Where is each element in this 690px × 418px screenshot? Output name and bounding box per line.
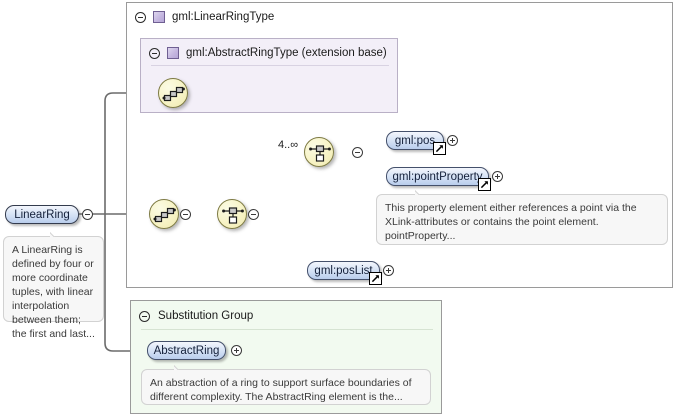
panel-title: gml:AbstractRingType (extension base) — [186, 47, 387, 59]
occurrence-label: 4..∞ — [278, 139, 299, 151]
choice-pos-collapse-icon[interactable] — [352, 147, 363, 158]
element-abstractring[interactable]: AbstractRing — [147, 341, 226, 360]
bubble-tip — [415, 189, 427, 195]
choice-node-main[interactable] — [217, 199, 247, 229]
pointproperty-annotation: This property element either references … — [376, 194, 668, 245]
type-swatch-icon — [153, 11, 165, 23]
abstractring-annotation: An abstraction of a ring to support surf… — [141, 369, 431, 405]
element-label: AbstractRing — [153, 344, 220, 357]
panel-header: gml:LinearRingType — [127, 6, 274, 28]
sequence-node-extension[interactable] — [158, 78, 188, 108]
element-label: LinearRing — [14, 208, 70, 221]
external-link-icon[interactable] — [433, 142, 446, 155]
annotation-text: This property element either references … — [385, 202, 637, 242]
type-swatch-icon — [167, 47, 179, 59]
sequence-node-repeat[interactable] — [304, 137, 334, 167]
header-divider — [141, 329, 433, 330]
linearring-annotation: A LinearRing is defined by four or more … — [3, 236, 104, 340]
element-gml-poslist[interactable]: gml:posList — [307, 261, 382, 285]
sequence-icon — [162, 86, 185, 102]
collapse-icon[interactable] — [149, 47, 160, 59]
element-label: gml:posList — [314, 264, 373, 277]
element-linearring[interactable]: LinearRing — [5, 205, 79, 224]
sequence-node-main[interactable] — [149, 199, 179, 229]
element-label: gml:pos — [394, 134, 436, 147]
element-gml-pos[interactable]: gml:pos — [386, 131, 446, 155]
panel-header: gml:AbstractRingType (extension base) — [141, 42, 387, 64]
sequence-icon — [153, 207, 176, 223]
annotation-text: An abstraction of a ring to support surf… — [150, 377, 412, 403]
pos-expand-icon[interactable] — [447, 135, 458, 146]
poslist-expand-icon[interactable] — [383, 265, 394, 276]
bubble-tip — [174, 364, 186, 370]
collapse-icon[interactable] — [139, 310, 150, 322]
header-divider — [151, 65, 389, 66]
collapse-icon[interactable] — [135, 11, 146, 23]
element-label: gml:pointProperty — [392, 170, 483, 183]
panel-title: gml:LinearRingType — [172, 11, 275, 23]
choice-icon — [309, 145, 331, 162]
pointproperty-expand-icon[interactable] — [492, 171, 503, 182]
sequence-main-collapse-icon[interactable] — [180, 209, 191, 220]
choice-icon — [222, 207, 244, 224]
bubble-tip — [50, 231, 62, 237]
external-link-icon[interactable] — [369, 272, 382, 285]
panel-header: Substitution Group — [131, 305, 253, 327]
abstractring-expand-icon[interactable] — [231, 345, 242, 356]
external-link-icon[interactable] — [478, 178, 491, 191]
annotation-text: A LinearRing is defined by four or more … — [12, 244, 95, 340]
linearring-collapse-icon[interactable] — [82, 209, 93, 220]
choice-main-collapse-icon[interactable] — [248, 209, 259, 220]
element-gml-pointproperty[interactable]: gml:pointProperty — [386, 167, 491, 191]
panel-title: Substitution Group — [158, 310, 254, 322]
